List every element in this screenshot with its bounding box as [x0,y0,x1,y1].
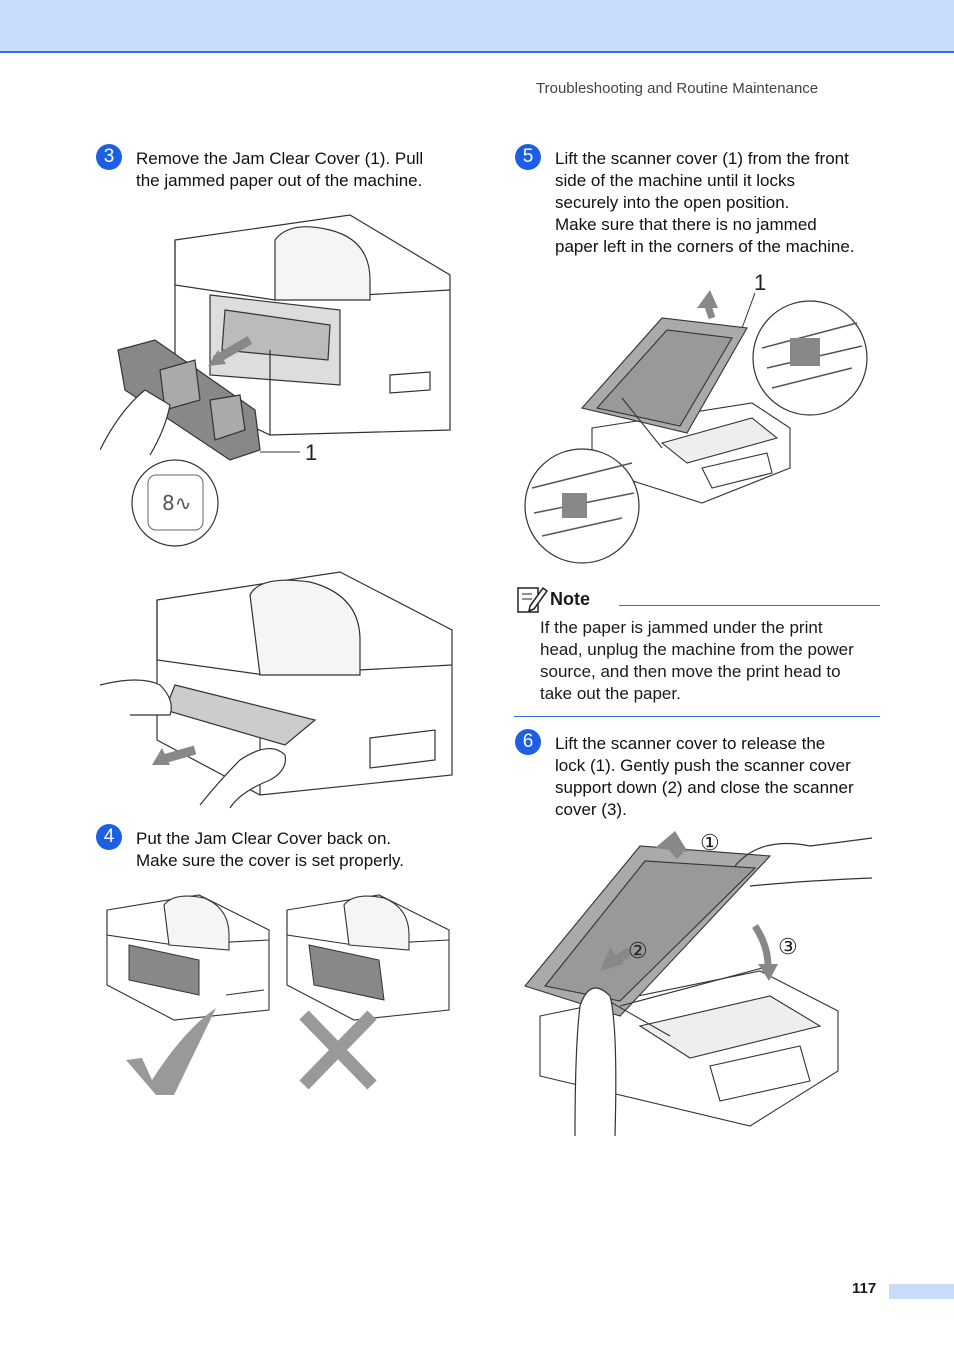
step-3-text: Remove the Jam Clear Cover (1). Pull the… [136,148,423,192]
pull-paper-illustration [100,571,453,809]
page-tab [889,1284,954,1299]
jam-cover-callout: 1 [305,440,317,465]
lift-scanner-cover-illustration: 1 [524,270,868,564]
note-line-3: source, and then move the print head to [540,662,841,681]
step-5-text: Lift the scanner cover (1) from the fron… [555,148,855,258]
close-scanner-cover-illustration: ① ② ③ [524,830,873,1137]
note-line-2: head, unplug the machine from the power [540,640,854,659]
page-number: 117 [852,1280,877,1297]
step-6-text: Lift the scanner cover to release the lo… [555,733,854,821]
lift-callout: ① [700,830,720,855]
top-banner [0,0,954,53]
step-6-line-4: cover (3). [555,800,627,819]
note-pencil-icon [517,586,548,613]
step-6-line-3: support down (2) and close the scanner [555,778,854,797]
push-callout: ② [628,938,648,963]
step-5-number: 5 [515,144,541,170]
step-3-line-2: the jammed paper out of the machine. [136,171,423,190]
step-3-number: 3 [96,144,122,170]
step-5-line-3: securely into the open position. [555,193,790,212]
cover-correct-illustration [106,894,270,1095]
step-6-line-1: Lift the scanner cover to release the [555,734,826,753]
close-callout: ③ [778,934,798,959]
note-title: Note [550,589,590,609]
note-line-4: take out the paper. [540,684,681,703]
check-mark-icon [126,1008,216,1095]
step-5-line-5: paper left in the corners of the machine… [555,237,855,256]
step-4-number: 4 [96,824,122,850]
step-6-line-2: lock (1). Gently push the scanner cover [555,756,851,775]
step-5-line-4: Make sure that there is no jammed [555,215,817,234]
cover-incorrect-illustration [286,894,450,1090]
cross-mark-icon [299,1010,377,1090]
note-line-1: If the paper is jammed under the print [540,618,823,637]
step-5-line-1: Lift the scanner cover (1) from the fron… [555,149,849,168]
step-5-line-2: side of the machine until it locks [555,171,796,190]
remove-jam-cover-illustration: 1 8∿ [100,214,451,547]
step-4-line-1: Put the Jam Clear Cover back on. [136,829,392,848]
step-4-line-2: Make sure the cover is set properly. [136,851,405,870]
note-bottom-rule [514,716,880,717]
scanner-cover-callout: 1 [754,270,766,295]
running-header: Troubleshooting and Routine Maintenance [536,80,819,97]
note-body: If the paper is jammed under the print h… [540,617,854,705]
note-top-rule [619,605,880,606]
step-3-line-1: Remove the Jam Clear Cover (1). Pull [136,149,424,168]
lock-symbol-icon: 8∿ [162,491,191,515]
step-4-text: Put the Jam Clear Cover back on. Make su… [136,828,404,872]
step-6-number: 6 [515,729,541,755]
